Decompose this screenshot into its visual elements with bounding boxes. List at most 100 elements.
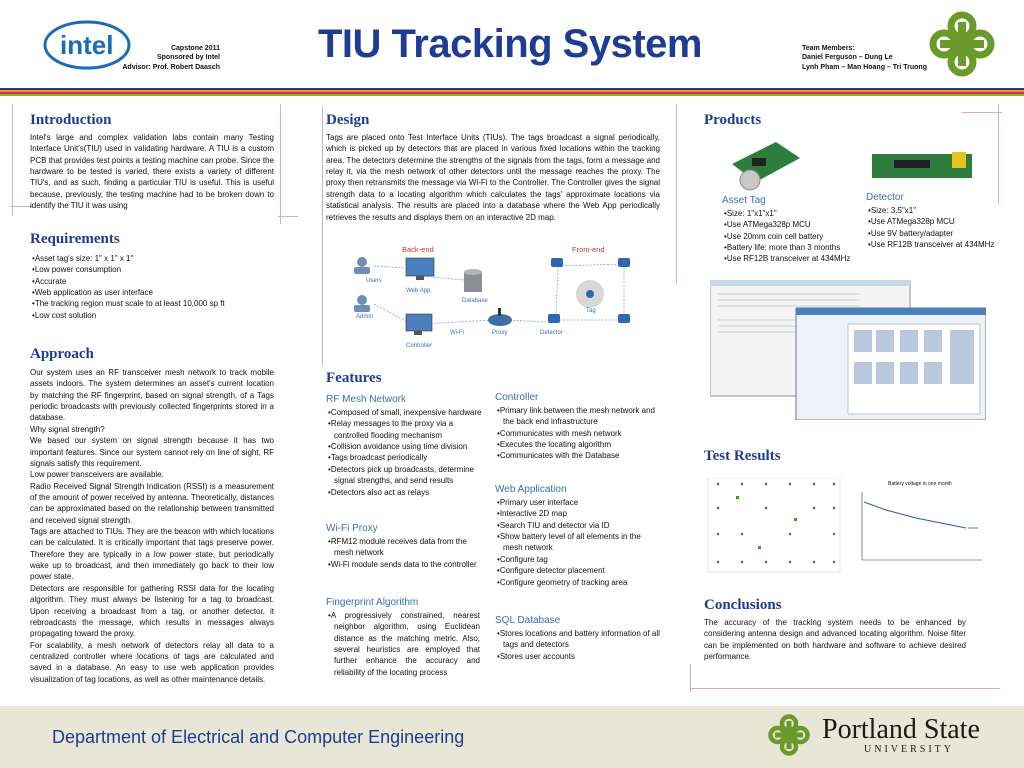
webapp-computer-icon (405, 257, 435, 280)
controller-heading: Controller (495, 392, 539, 403)
label-users: Users (366, 278, 382, 284)
test-results-charts: Battery voltage in one month (706, 477, 988, 574)
detector-item: Use RF12B transceiver at 434MHz (866, 239, 1006, 250)
sql-item: Stores user accounts (495, 651, 661, 662)
label-admin: Admin (356, 314, 373, 320)
team-line: Team Members: (802, 45, 855, 52)
controller-item: Communicates with the Database (495, 450, 661, 461)
psu-university-label: UNIVERSITY (864, 744, 954, 755)
approach-heading: Approach (30, 346, 94, 362)
sponsor-line: Sponsored by Intel (156, 54, 220, 62)
requirement-item: The tracking region must scale to at lea… (30, 298, 274, 309)
label-detector: Detector (540, 330, 563, 336)
approach-paragraph: Radio Received Signal Strength Indicatio… (30, 481, 274, 525)
asset-tag-item: Use 20mm coin cell battery (722, 231, 862, 242)
approach-paragraph: We based our system on signal strength b… (30, 436, 274, 468)
webapp-item: Show battery level of all elements in th… (495, 531, 661, 554)
system-diagram: Back-end Front-end Users Web App Databas… (346, 245, 666, 354)
label-tag: Tag (586, 308, 596, 314)
webapp-item: Configure detector placement (495, 565, 661, 576)
sponsor-info: Capstone 2011 Sponsored by Intel Advisor… (100, 44, 220, 72)
webapp-item: Configure geometry of tracking area (495, 577, 661, 588)
requirements-list: Asset tag's size: 1" x 1" x 1" Low power… (30, 253, 274, 321)
approach-paragraph: Low power transceivers are available. (30, 470, 164, 480)
wifi-heading: Wi-Fi Proxy (326, 523, 378, 534)
detector-item: Use 9V battery/adapter (866, 228, 1006, 239)
webapp-item: Primary user interface (495, 497, 661, 508)
wifi-list: RFM12 module receives data from the mesh… (326, 536, 488, 570)
detector-item: Size: 3.5"x1" (866, 205, 1006, 216)
team-line: Lynh Pham – Man Hoang – Tri Truong (802, 63, 927, 71)
detector-photo (868, 146, 978, 190)
label-controller: Controller (406, 343, 432, 349)
asset-tag-item: Use ATMega328p MCU (722, 219, 862, 230)
asset-tag-item: Battery life: more than 3 months (722, 242, 862, 253)
requirement-item: Asset tag's size: 1" x 1" x 1" (30, 253, 274, 264)
test-results-heading: Test Results (704, 448, 781, 464)
design-heading: Design (326, 112, 370, 128)
label-backend: Back-end (402, 246, 434, 254)
department-name: Department of Electrical and Computer En… (52, 727, 465, 747)
approach-body: Our system uses an RF transceiver mesh n… (30, 367, 274, 685)
header-stripes (0, 88, 1024, 96)
label-wifi: Wi-Fi (450, 330, 464, 336)
approach-paragraph: Our system uses an RF transceiver mesh n… (30, 368, 274, 423)
decor-line (278, 216, 298, 217)
conclusions-heading: Conclusions (704, 597, 782, 613)
webapp-item: Search TIU and detector via ID (495, 520, 661, 531)
fingerprint-heading: Fingerprint Algorithm (326, 597, 419, 608)
webapp-item: Interactive 2D map (495, 508, 661, 519)
controller-item: Executes the locating algorithm (495, 439, 661, 450)
users-icon (354, 257, 370, 274)
decor-line (12, 104, 13, 216)
products-heading: Products (704, 112, 762, 128)
sql-heading: SQL Database (495, 615, 561, 626)
sql-item: Stores locations and battery information… (495, 628, 661, 651)
rf-item: Detectors also act as relays (326, 487, 488, 498)
sponsor-line: Advisor: Prof. Robert Daasch (122, 63, 220, 71)
label-webapp: Web App (406, 288, 431, 294)
psu-wordmark: Portland State (822, 714, 980, 745)
intel-logo: intel (42, 18, 132, 72)
label-frontend: Front-end (572, 246, 605, 254)
conclusions-text: The accuracy of the tracking system need… (704, 618, 966, 662)
wifi-item: Wi-Fi module sends data to the controlle… (326, 559, 488, 570)
asset-tag-photo (726, 136, 806, 192)
rf-item: Tags broadcast periodically (326, 452, 488, 463)
database-icon (464, 269, 482, 292)
approach-paragraph: Detectors are responsible for gathering … (30, 583, 274, 639)
controller-item: Primary link between the mesh network an… (495, 405, 661, 428)
proxy-router-icon (488, 308, 512, 326)
decor-line (962, 112, 1002, 113)
detector-heading: Detector (866, 192, 904, 203)
wifi-item: RFM12 module receives data from the mesh… (326, 536, 488, 559)
decor-line (676, 104, 677, 284)
rf-item: Composed of small, inexpensive hardware (326, 407, 488, 418)
approach-paragraph: Why signal strength? (30, 424, 105, 434)
decor-line (10, 206, 32, 207)
poster-title: TIU Tracking System (318, 22, 702, 66)
controller-computer-icon (405, 313, 433, 335)
approach-paragraph: Tags are attached to TIUs. They are the … (30, 527, 274, 582)
sponsor-line: Capstone 2011 (170, 45, 220, 52)
battery-chart-title: Battery voltage in one month (888, 481, 952, 487)
asset-tag-item: Size: 1"x1"x1" (722, 208, 862, 219)
webapp-heading: Web Application (495, 484, 567, 495)
requirements-heading: Requirements (30, 231, 120, 247)
label-database: Database (462, 298, 488, 304)
footer-bar (0, 706, 1024, 768)
requirement-item: Accurate (30, 276, 274, 287)
requirement-item: Low power consumption (30, 264, 274, 275)
rf-item: Relay messages to the proxy via a contro… (326, 418, 488, 441)
asset-tag-heading: Asset Tag (722, 195, 766, 206)
requirement-item: Web application as user interface (30, 287, 274, 298)
rf-item: Detectors pick up broadcasts, determine … (326, 464, 488, 487)
fingerprint-list: A progressively constrained, nearest nei… (326, 610, 480, 678)
requirement-item: Low cost solution (30, 310, 274, 321)
tag-icon (576, 280, 604, 308)
sql-list: Stores locations and battery information… (495, 628, 661, 662)
fingerprint-item: A progressively constrained, nearest nei… (326, 610, 480, 678)
webapp-item: Configure tag (495, 554, 661, 565)
intro-text: Intel's large and complex validation lab… (30, 133, 274, 211)
asset-tag-list: Size: 1"x1"x1" Use ATMega328p MCU Use 20… (722, 208, 862, 265)
